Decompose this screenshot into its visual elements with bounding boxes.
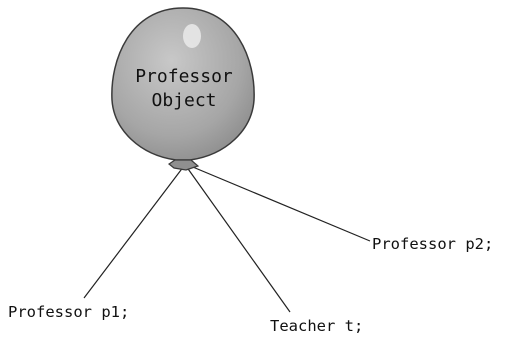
balloon-knot	[169, 160, 198, 170]
string-to-p1	[84, 166, 184, 298]
reference-label-t: Teacher t;	[270, 317, 363, 335]
balloon-label-line1: Professor	[135, 66, 233, 87]
reference-label-p1: Professor p1;	[8, 303, 129, 321]
string-to-p2	[188, 165, 370, 241]
string-to-t	[186, 166, 290, 312]
balloon-highlight	[183, 24, 201, 48]
balloon-label-line2: Object	[151, 90, 216, 111]
reference-label-p2: Professor p2;	[372, 235, 493, 253]
